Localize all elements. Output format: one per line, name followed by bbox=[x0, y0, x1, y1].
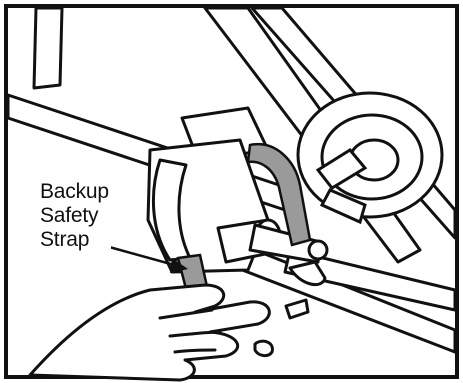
callout-label: Backup Safety Strap bbox=[38, 180, 111, 252]
callout-line-2: Safety bbox=[40, 204, 109, 228]
callout-line-3: Strap bbox=[40, 228, 109, 252]
callout-line-1: Backup bbox=[40, 180, 109, 204]
bracket-bolt bbox=[309, 241, 327, 259]
left-tube bbox=[34, 8, 62, 88]
hand-thumb-tip bbox=[255, 341, 272, 355]
